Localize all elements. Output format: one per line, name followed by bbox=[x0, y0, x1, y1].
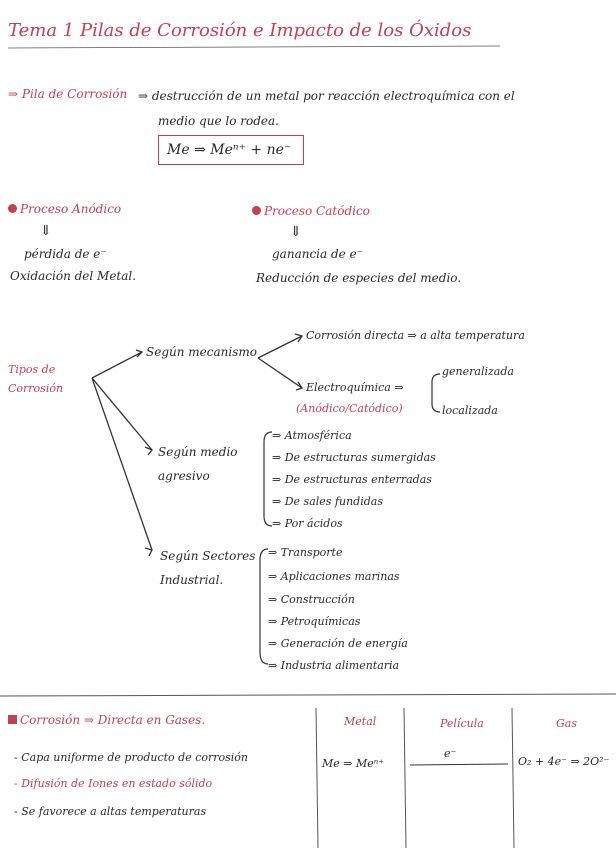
electron-line bbox=[410, 764, 508, 765]
types-root-line1: Tipos de bbox=[8, 364, 55, 375]
table-header-film: Película bbox=[440, 718, 484, 729]
sectors-label-line1: Según Sectores bbox=[160, 550, 255, 562]
electro-bracket bbox=[432, 374, 440, 412]
branch-direct bbox=[258, 336, 302, 358]
page-title: Tema 1 Pilas de Corrosión e Impacto de l… bbox=[8, 22, 471, 40]
branch-electro bbox=[258, 358, 302, 388]
section-divider bbox=[0, 694, 616, 696]
list-item: ⇒ Transporte bbox=[268, 547, 342, 558]
definition-text-line2: medio que lo rodea. bbox=[158, 115, 279, 127]
sectors-label-line2: Industrial. bbox=[160, 574, 223, 586]
table-electron: e⁻ bbox=[444, 748, 456, 759]
types-root-line2: Corrosión bbox=[8, 383, 63, 394]
mechanism-localizada: localizada bbox=[442, 405, 498, 416]
list-item: ⇒ De sales fundidas bbox=[272, 496, 383, 507]
cathodic-line1: ganancia de e⁻ bbox=[272, 248, 363, 260]
square-bullet-icon bbox=[8, 715, 17, 724]
anodic-arrow: ⇓ bbox=[40, 224, 52, 238]
list-item: ⇒ Construcción bbox=[268, 594, 355, 605]
mechanism-electro: Electroquímica ⇒ bbox=[306, 382, 404, 393]
sectors-bracket bbox=[260, 549, 268, 664]
formula-text: Me ⇒ Meⁿ⁺ + ne⁻ bbox=[167, 143, 291, 157]
title-underline bbox=[8, 46, 500, 48]
cathodic-arrow: ⇓ bbox=[290, 225, 302, 239]
table-col-2 bbox=[404, 708, 406, 848]
list-item: ⇒ Petroquímicas bbox=[268, 616, 360, 627]
gases-heading: Corrosión ⇒ Directa en Gases. bbox=[8, 714, 205, 726]
formula-box: Me ⇒ Meⁿ⁺ + ne⁻ bbox=[158, 135, 304, 165]
gases-bullet-3: - Se favorece a altas temperaturas bbox=[14, 806, 206, 817]
anodic-line2: Oxidación del Metal. bbox=[10, 270, 136, 282]
table-col-3 bbox=[512, 708, 514, 848]
anodic-line1: pérdida de e⁻ bbox=[24, 248, 107, 260]
anodic-label: Proceso Anódico bbox=[8, 203, 121, 215]
table-gas-reaction: O₂ + 4e⁻ ⇒ 2O²⁻ bbox=[518, 756, 609, 767]
cathodic-line2: Reducción de especies del medio. bbox=[256, 272, 461, 284]
table-metal-reaction: Me ⇒ Meⁿ⁺ bbox=[322, 758, 384, 769]
medium-label-line2: agresivo bbox=[158, 470, 210, 482]
list-item: ⇒ Por ácidos bbox=[272, 518, 343, 529]
list-item: ⇒ Industria alimentaria bbox=[268, 660, 399, 671]
bullet-icon bbox=[252, 206, 261, 215]
list-item: ⇒ Generación de energía bbox=[268, 638, 408, 649]
bullet-icon bbox=[8, 204, 17, 213]
gases-bullet-1: - Capa uniforme de producto de corrosión bbox=[14, 752, 248, 763]
branch-mechanism bbox=[92, 352, 142, 378]
medium-bracket bbox=[264, 432, 272, 526]
table-col-1 bbox=[316, 708, 318, 848]
mechanism-generalizada: generalizada bbox=[442, 366, 514, 377]
mechanism-electro-note: (Anódico/Catódico) bbox=[296, 403, 403, 414]
definition-term: ⇒ Pila de Corrosión bbox=[8, 88, 127, 100]
cathodic-label: Proceso Catódico bbox=[252, 205, 370, 217]
gases-bullet-2: - Difusión de Iones en estado sólido bbox=[14, 778, 212, 789]
list-item: ⇒ Atmosférica bbox=[272, 430, 352, 441]
table-header-metal: Metal bbox=[344, 716, 376, 727]
table-header-gas: Gas bbox=[556, 718, 577, 729]
branch-sectors bbox=[92, 378, 152, 550]
branch-medium bbox=[92, 378, 152, 450]
mechanism-direct: Corrosión directa ⇒ a alta temperatura bbox=[306, 330, 525, 341]
mechanism-label: Según mecanismo bbox=[146, 346, 257, 358]
medium-label-line1: Según medio bbox=[158, 446, 238, 458]
list-item: ⇒ De estructuras enterradas bbox=[272, 474, 432, 485]
list-item: ⇒ Aplicaciones marinas bbox=[268, 571, 400, 582]
definition-text-line1: ⇒ destrucción de un metal por reacción e… bbox=[138, 90, 515, 102]
list-item: ⇒ De estructuras sumergidas bbox=[272, 452, 436, 463]
